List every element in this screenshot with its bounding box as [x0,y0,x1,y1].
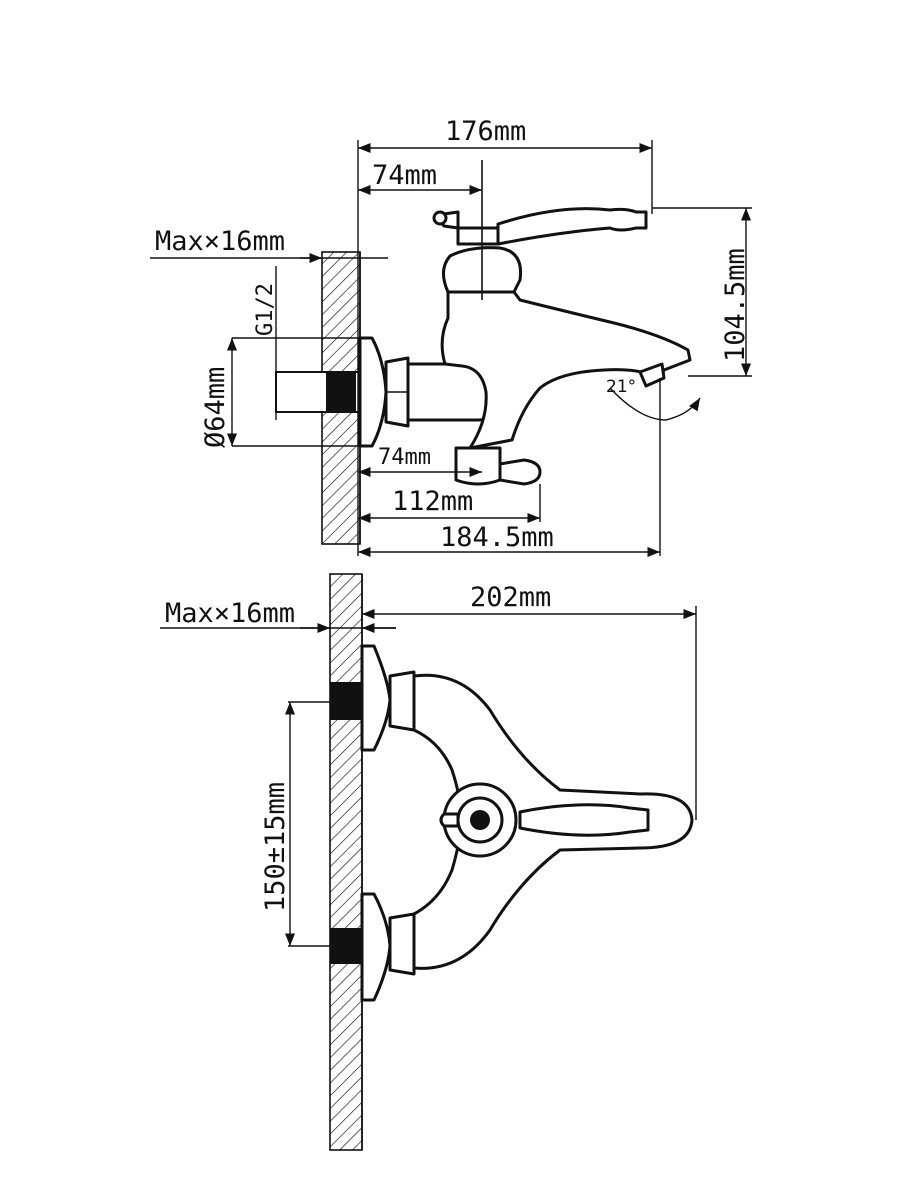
spout [440,290,692,450]
dim-spout-base: 112mm [392,486,473,517]
dim-total-width: 176mm [445,116,526,147]
dim-overall-depth: 184.5mm [440,522,554,553]
dim-center-distance: 150±15mm [260,782,291,912]
lever-handle [496,207,648,246]
dim-total-length: 202mm [470,582,551,613]
side-view: 176mm 74mm Max×16mm G1/2 Ø64mm 104.5mm 2… [150,116,752,558]
dim-thread: G1/2 [253,283,278,336]
wall-flange [358,336,388,448]
dim-height: 104.5mm [720,248,751,362]
connector-bottom [330,928,362,964]
dim-handle-offset: 74mm [372,160,437,191]
flange-bottom [360,892,392,1002]
wall-hatch-bottom [329,573,363,1151]
lever-handle-plan [518,803,650,837]
dim-wall-max-top: Max×16mm [155,226,285,257]
dim-flange-diameter: Ø64mm [200,367,231,448]
connector-top [330,682,362,720]
flange-top [360,644,392,752]
dim-angle: 21° [606,377,636,397]
plan-view: Max×16mm 202mm 150±15mm [160,573,697,1151]
dim-bottom-offset: 74mm [378,445,431,470]
diverter [454,446,502,486]
dim-wall-max-bottom: Max×16mm [165,598,295,629]
aerator [638,362,666,388]
